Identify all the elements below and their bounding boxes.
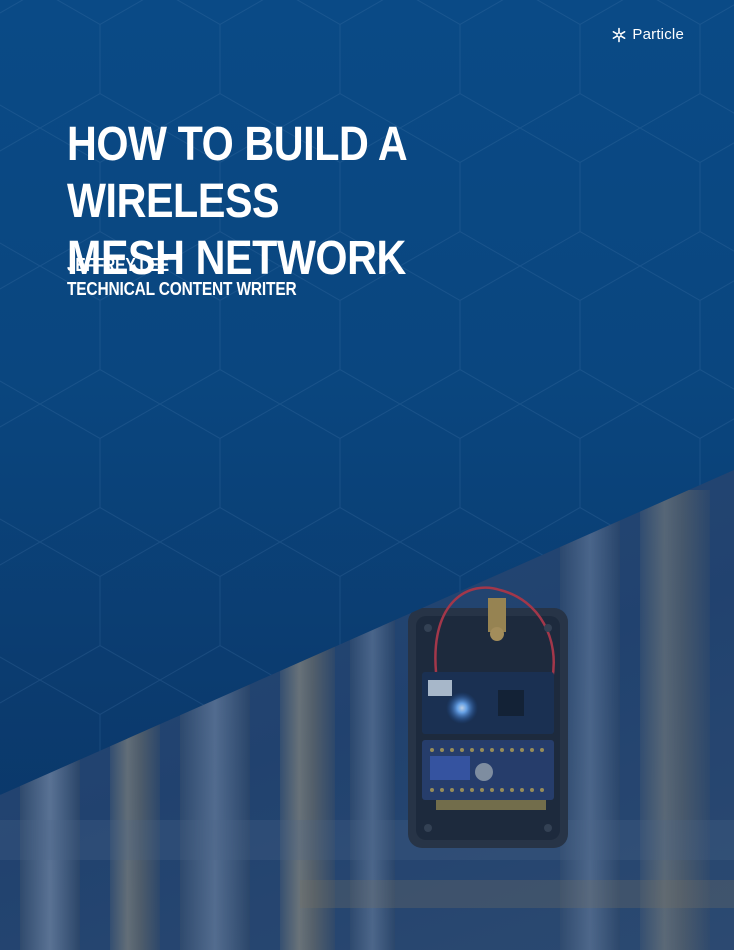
document-title: HOW TO BUILD A WIRELESS MESH NETWORK [67, 116, 549, 287]
logo-text: Particle [632, 26, 684, 43]
particle-logo: Particle [611, 26, 684, 43]
device-enclosure [408, 586, 568, 848]
author-role: TECHNICAL CONTENT WRITER [67, 279, 297, 299]
title-line-2: MESH NETWORK [67, 232, 406, 285]
author-name: JEFFREY LEE [67, 255, 169, 275]
author-block: JEFFREY LEE TECHNICAL CONTENT WRITER [67, 253, 297, 301]
title-line-1: HOW TO BUILD A WIRELESS [67, 118, 406, 228]
particle-starburst-icon [612, 27, 626, 42]
